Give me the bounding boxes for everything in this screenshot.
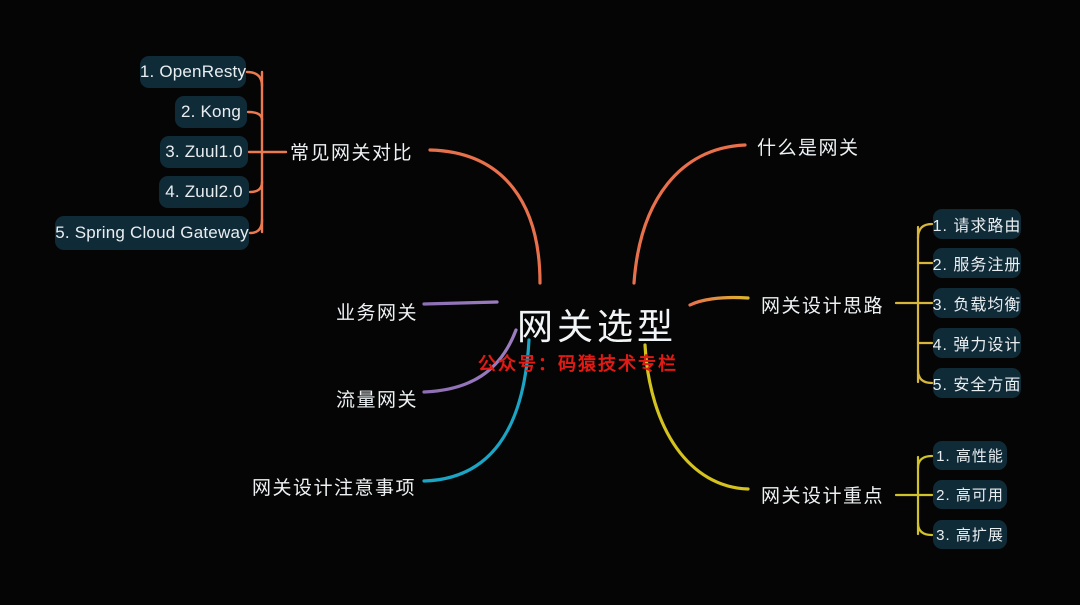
leaf-node-high-availability[interactable]: 2. 高可用 — [933, 480, 1007, 509]
wire-root-to-design-approach — [688, 295, 750, 307]
leaf-node-openresty[interactable]: 1. OpenResty — [140, 56, 246, 88]
root-node[interactable]: 网关选型 — [517, 306, 678, 347]
leaf-node-spring-cloud-gateway[interactable]: 5. Spring Cloud Gateway — [55, 216, 249, 250]
wire-common-stub-5 — [248, 218, 264, 235]
branch-label-traffic-gateway[interactable]: 流量网关 — [336, 390, 419, 411]
branch-label-what-is-gateway[interactable]: 什么是网关 — [757, 138, 860, 159]
branch-label-common-gateway-comparison[interactable]: 常见网关对比 — [290, 143, 414, 164]
leaf-node-high-scalability[interactable]: 3. 高扩展 — [933, 520, 1007, 549]
branch-label-business-gateway[interactable]: 业务网关 — [336, 303, 419, 324]
branch-label-gateway-design-approach[interactable]: 网关设计思路 — [761, 296, 885, 317]
wire-root-to-common-gateway — [428, 148, 542, 285]
leaf-node-zuul1[interactable]: 3. Zuul1.0 — [160, 136, 248, 168]
wire-common-stub-4 — [248, 180, 264, 194]
leaf-node-security[interactable]: 5. 安全方面 — [933, 368, 1021, 398]
branch-label-gateway-design-focus[interactable]: 网关设计重点 — [761, 486, 885, 507]
wire-common-stub-1 — [245, 70, 264, 88]
leaf-node-high-performance[interactable]: 1. 高性能 — [933, 441, 1007, 470]
leaf-node-kong[interactable]: 2. Kong — [175, 96, 247, 128]
branch-label-gateway-design-notes[interactable]: 网关设计注意事项 — [252, 478, 417, 499]
wire-common-stub-2 — [246, 110, 264, 122]
leaf-node-service-registry[interactable]: 2. 服务注册 — [933, 248, 1021, 278]
wire-root-to-what-is-gateway — [632, 143, 747, 285]
leaf-node-load-balancing[interactable]: 3. 负载均衡 — [933, 288, 1021, 318]
leaf-node-request-routing[interactable]: 1. 请求路由 — [933, 209, 1021, 239]
leaf-node-zuul2[interactable]: 4. Zuul2.0 — [159, 176, 249, 208]
watermark-text: 公众号：码猿技术专栏 — [478, 354, 678, 375]
wire-approach-stub-5 — [916, 368, 934, 385]
wire-focus-stub-1 — [916, 454, 934, 470]
wire-focus-stub-3 — [916, 521, 934, 537]
wire-approach-stub-1 — [916, 222, 934, 240]
wire-root-to-business-gateway — [422, 300, 499, 306]
leaf-node-resilience-design[interactable]: 4. 弹力设计 — [933, 328, 1021, 358]
